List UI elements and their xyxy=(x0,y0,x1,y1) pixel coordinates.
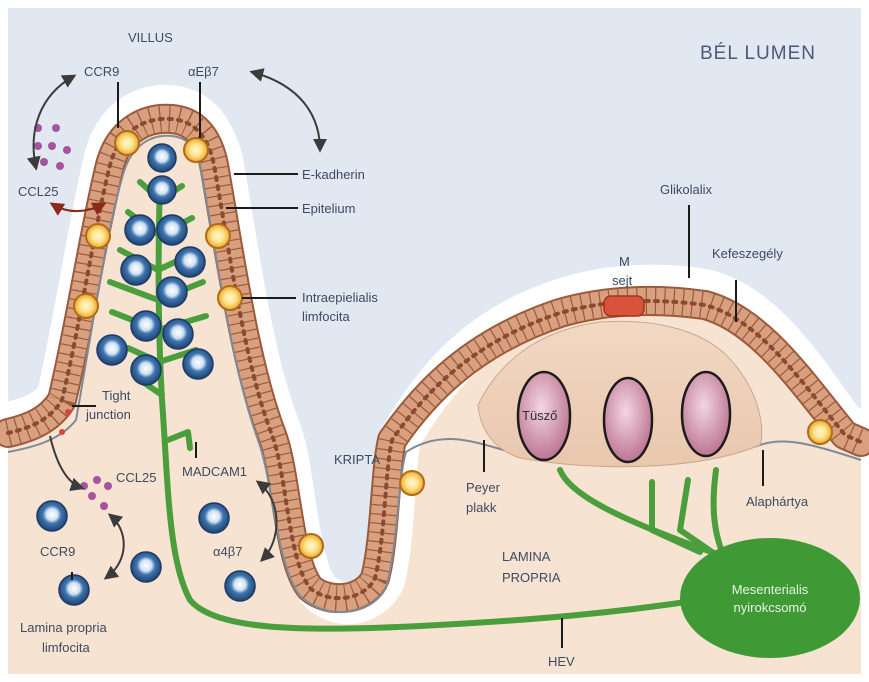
follicle-3 xyxy=(682,372,730,456)
lp-limfocita-line2: limfocita xyxy=(42,640,90,656)
bel-lumen-label: BÉL LUMEN xyxy=(700,46,816,62)
madcam1-label: MADCAM1 xyxy=(182,464,247,480)
follicle-2 xyxy=(604,378,652,462)
mesenteric-lymph-node xyxy=(680,538,860,658)
kripta-label: KRIPTA xyxy=(334,452,380,468)
aeb7-label: αEβ7 xyxy=(188,64,219,80)
mesenterialis-label: Mesenterialis xyxy=(710,582,830,598)
kefeszegely-label: Kefeszegély xyxy=(712,246,783,262)
ccl25-top-label: CCL25 xyxy=(18,184,58,200)
glikolalix-label: Glikolalix xyxy=(660,182,712,198)
sejt-label: sejt xyxy=(612,273,632,289)
villus-label: VILLUS xyxy=(128,30,173,46)
epitelium-label: Epitelium xyxy=(302,201,355,217)
junction-label: junction xyxy=(86,407,131,423)
lamina-label: LAMINA xyxy=(502,549,550,565)
propria-label: PROPRIA xyxy=(502,570,561,586)
tusz-label: Tüsző xyxy=(522,408,557,424)
alaphartya-label: Alaphártya xyxy=(746,494,808,510)
hev-label: HEV xyxy=(548,654,575,670)
nyirokcsomo-label: nyirokcsomó xyxy=(710,600,830,616)
tight-label: Tight xyxy=(102,388,130,404)
iel-limfocita-label: limfocita xyxy=(302,309,350,325)
peyer-label: Peyer xyxy=(466,480,500,496)
intraepielialis-label: Intraepielialis xyxy=(302,290,378,306)
plakk-label: plakk xyxy=(466,500,496,516)
m-label: M xyxy=(619,254,630,270)
m-cell xyxy=(604,296,644,316)
ccr9-top-label: CCR9 xyxy=(84,64,119,80)
e-kadherin-label: E-kadherin xyxy=(302,167,365,183)
lp-limfocita-line1: Lamina propria xyxy=(20,620,107,636)
ccr9-bottom-label: CCR9 xyxy=(40,544,75,560)
a4b7-label: α4β7 xyxy=(213,544,242,560)
ccl25-bottom-label: CCL25 xyxy=(116,470,156,486)
